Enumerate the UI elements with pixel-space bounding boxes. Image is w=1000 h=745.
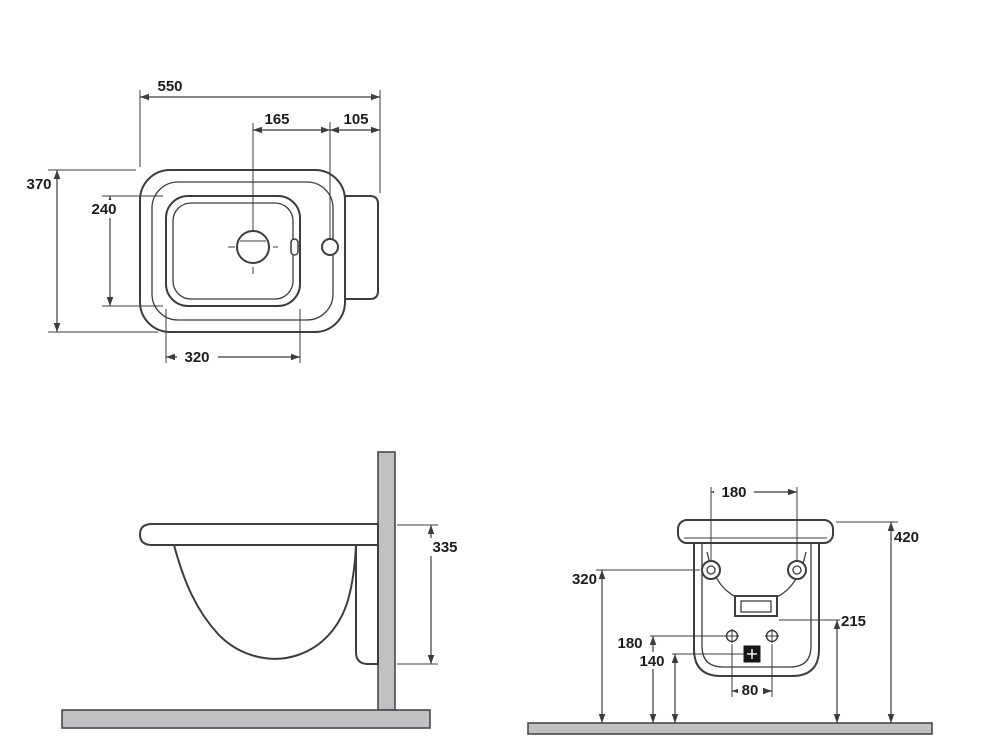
dimension-bolts-from-floor: 180 (610, 634, 726, 723)
dim-label-taphole-to-edge: 105 (343, 111, 368, 128)
dim-label-overall-width: 550 (157, 78, 182, 95)
dimension-fixing-holes-from-floor: 320 (572, 569, 700, 723)
dimension-bolt-spacing: 80 (731, 644, 773, 699)
wall-section (377, 451, 396, 711)
dimension-overall-width: 550 (139, 78, 381, 193)
dimension-drain-to-taphole: 165 (252, 111, 330, 231)
dimension-overall-depth: 370 (26, 169, 158, 333)
dimension-basin-depth: 240 (86, 195, 163, 307)
dim-label-fixing-hole-spacing: 180 (721, 484, 746, 501)
rear-view-funnel-right (776, 551, 807, 598)
dimension-overall-height: 420 (836, 521, 919, 723)
side-view-wall-bracket (355, 544, 379, 665)
dimension-basin-width: 320 (165, 309, 301, 366)
side-view-bowl-profile (172, 544, 358, 660)
dim-label-fixing-holes-from-floor: 320 (572, 571, 597, 588)
tap-hole (321, 238, 339, 256)
top-view: 550 165 105 370 240 (26, 78, 381, 366)
dimension-rim-height: 335 (397, 524, 465, 665)
dim-label-overall-depth: 370 (26, 176, 51, 193)
side-view-rim (138, 523, 379, 546)
dim-label-drain-from-floor: 140 (639, 653, 664, 670)
top-view-rear-tab (344, 195, 379, 300)
floor-section-left (61, 709, 431, 729)
top-view-basin-outer (165, 195, 301, 307)
bolt-hole-right (765, 629, 779, 643)
dimension-outlet-from-floor: 215 (779, 612, 876, 723)
dim-label-basin-depth: 240 (91, 201, 116, 218)
bolt-hole-left (725, 629, 739, 643)
rear-view-funnel-left (706, 551, 737, 598)
drain-outlet-square (743, 645, 761, 663)
dimension-fixing-hole-spacing: 180 (710, 483, 798, 560)
overflow-slot (290, 238, 299, 256)
outlet-box-inner (740, 600, 772, 613)
dim-label-basin-width: 320 (184, 349, 209, 366)
dimension-taphole-to-edge: 105 (329, 111, 380, 239)
dim-label-rim-height: 335 (432, 539, 457, 556)
fixing-hole-left (701, 560, 721, 580)
drain-hole (236, 230, 270, 264)
fixing-hole-right (787, 560, 807, 580)
dimension-drain-from-floor: 140 (632, 652, 744, 723)
side-view: 335 (61, 451, 465, 729)
dim-label-overall-height: 420 (894, 529, 919, 546)
rear-view: 180 420 320 215 180 (527, 483, 933, 735)
dim-label-bolts-from-floor: 180 (617, 635, 642, 652)
dim-label-drain-to-taphole: 165 (264, 111, 289, 128)
dim-label-bolt-spacing: 80 (742, 682, 759, 699)
dim-label-outlet-from-floor: 215 (841, 613, 866, 630)
floor-section-right (527, 722, 933, 735)
rear-view-rim (677, 519, 834, 544)
